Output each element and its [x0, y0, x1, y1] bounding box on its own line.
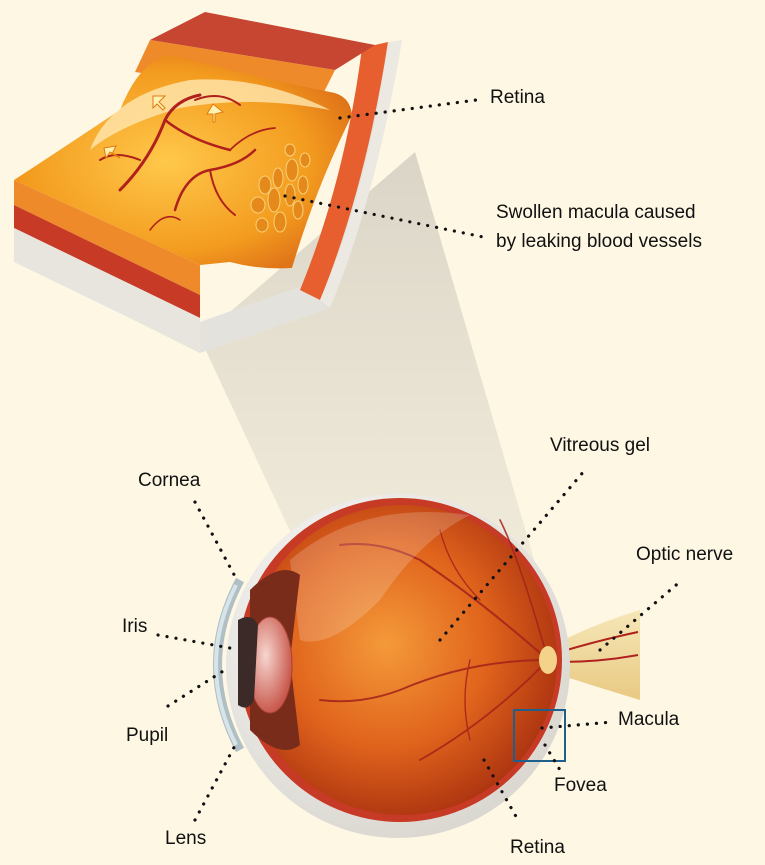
label-swollen-macula-line1: Swollen macula caused [496, 201, 696, 225]
label-swollen-macula-line2: by leaking blood vessels [496, 230, 702, 254]
label-retina-bottom: Retina [510, 836, 565, 860]
label-retina-top: Retina [490, 86, 545, 110]
label-optic-nerve: Optic nerve [636, 543, 733, 567]
label-fovea: Fovea [554, 774, 607, 798]
label-cornea: Cornea [138, 469, 200, 493]
label-vitreous-gel: Vitreous gel [550, 434, 650, 458]
label-macula: Macula [618, 708, 679, 732]
label-pupil: Pupil [126, 724, 168, 748]
label-iris: Iris [122, 615, 147, 639]
label-lens: Lens [165, 827, 206, 851]
